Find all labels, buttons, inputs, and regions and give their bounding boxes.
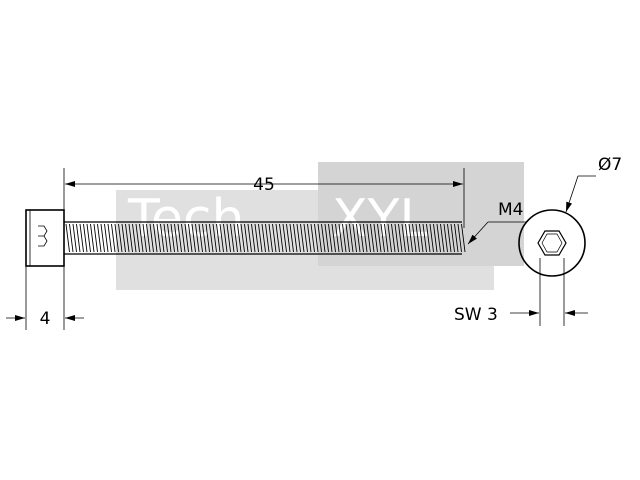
head-outline-circle: [518, 209, 586, 277]
hex-socket-inner: [541, 233, 563, 253]
thread-callout: [467, 221, 526, 245]
hex-socket-hidden: [38, 225, 48, 247]
dimension-head-height: [6, 266, 84, 330]
watermark-word-xyl: XYL: [332, 189, 428, 249]
screw-side-view: [25, 209, 466, 267]
watermark-word-tech: Tech: [127, 189, 244, 249]
thread-label: M4: [498, 200, 523, 220]
dimension-head-diameter: [565, 175, 596, 213]
dimension-hex-socket: [510, 258, 588, 326]
hex-socket-label: SW 3: [454, 305, 498, 325]
watermark: Tech XYL: [116, 162, 524, 290]
head-end-view: [518, 209, 586, 277]
thread-pattern: [65, 223, 466, 253]
leader-line: [565, 175, 579, 213]
hex-socket: [537, 230, 567, 256]
screw-head: [25, 209, 65, 267]
leader-line: [467, 221, 489, 245]
dimension-length: [63, 168, 465, 228]
head-height-label: 4: [40, 309, 51, 329]
head-diameter-label: Ø7: [598, 155, 622, 175]
length-label: 45: [253, 175, 275, 195]
